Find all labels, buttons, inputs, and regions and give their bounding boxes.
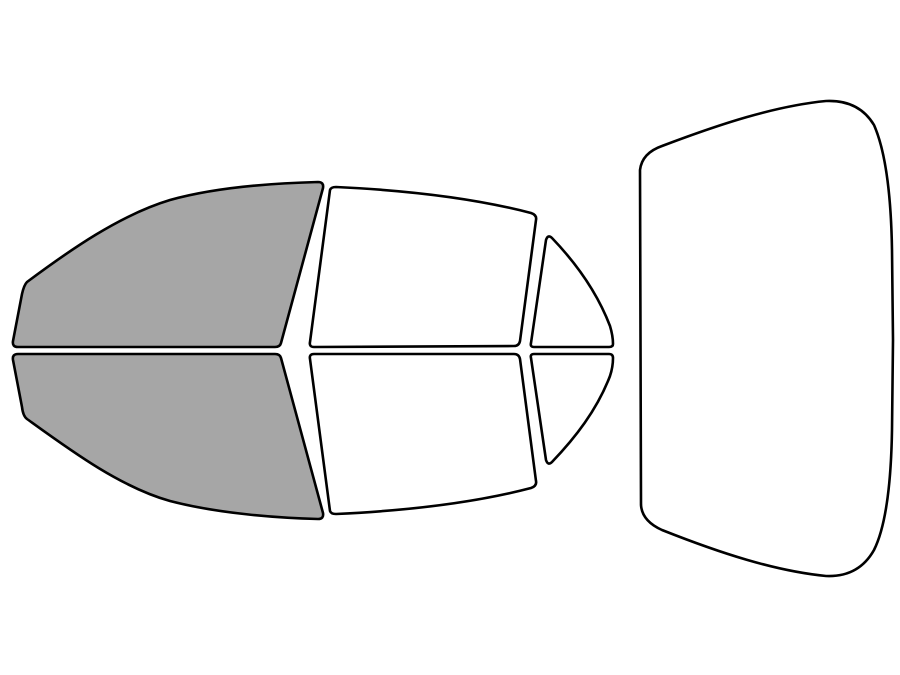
rear-door-window-lower [308,352,538,516]
quarter-glass-upper [529,235,615,349]
rear-door-window-upper [308,185,538,349]
front-door-window-lower [11,352,325,521]
rear-windshield [638,99,895,578]
quarter-glass-lower [529,352,615,465]
front-door-window-upper [11,180,325,349]
